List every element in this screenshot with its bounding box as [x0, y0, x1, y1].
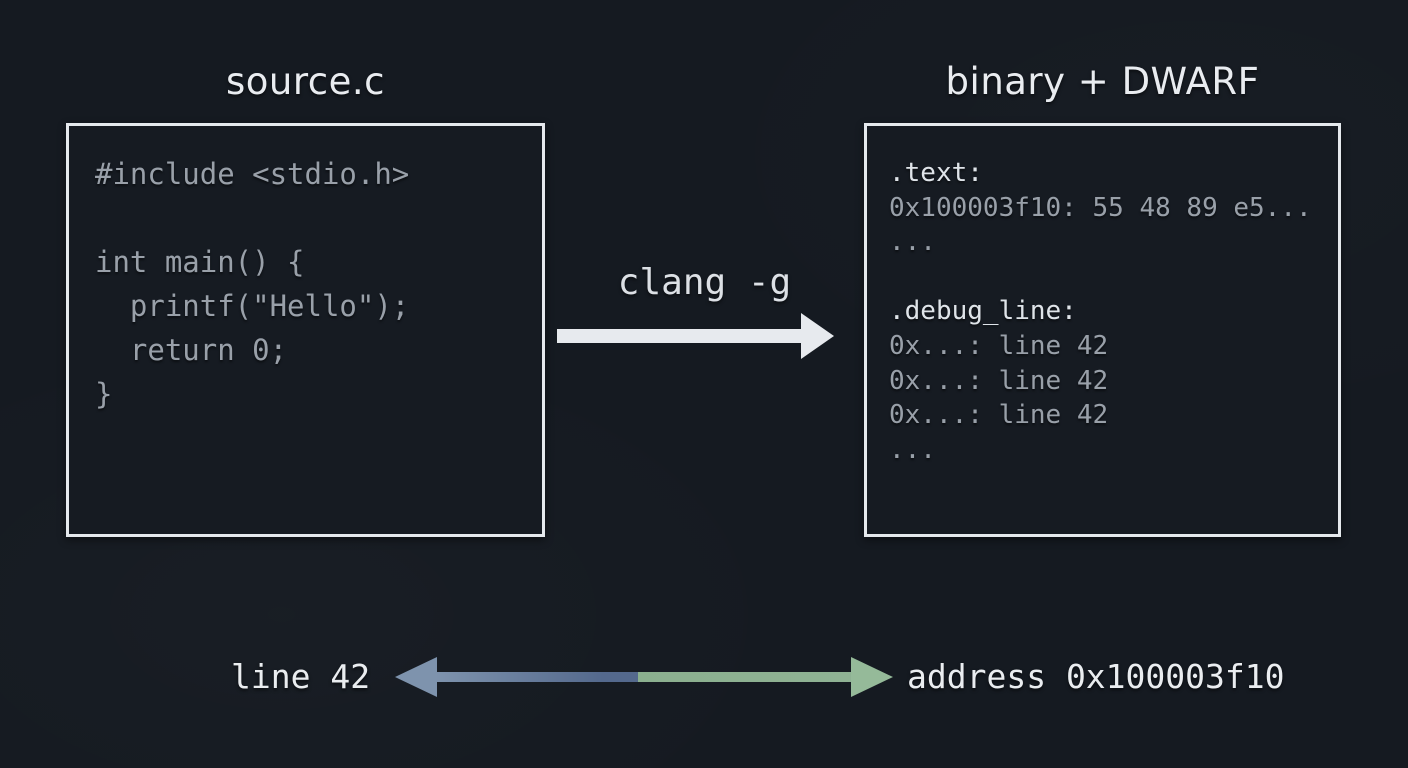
right-arrowhead-icon: [851, 657, 893, 697]
source-code-line: }: [95, 377, 113, 411]
left-arrowhead-icon: [395, 657, 437, 697]
source-code-line: [95, 196, 542, 240]
blank-line: [889, 260, 1338, 295]
binary-bytes-line: 0x100003f10: 55 48 89 e5...: [889, 192, 1312, 223]
compile-arrow-icon: [557, 313, 834, 359]
ellipsis-line: ...: [889, 434, 936, 465]
source-code-box: #include <stdio.h> int main() { printf("…: [66, 123, 545, 537]
bidirectional-mapping-arrow-icon: [395, 657, 893, 697]
debug-line-entry: 0x...: line 42: [889, 400, 1109, 431]
binary-dwarf-box: .text: 0x100003f10: 55 48 89 e5... ... .…: [864, 123, 1341, 537]
source-panel-title: source.c: [226, 60, 385, 103]
source-code-line: #include <stdio.h>: [95, 157, 410, 191]
binary-panel-title: binary + DWARF: [945, 60, 1260, 103]
debug-line-entry: 0x...: line 42: [889, 330, 1109, 361]
source-code-line: return 0;: [95, 333, 288, 367]
source-code-line: int main() {: [95, 245, 305, 279]
compile-command-label: clang -g: [617, 262, 792, 303]
section-header-debug: .debug_line:: [889, 296, 1077, 327]
line-number-label: line 42: [231, 657, 371, 696]
address-label: address 0x100003f10: [907, 657, 1285, 696]
debug-line-entry: 0x...: line 42: [889, 365, 1109, 396]
source-code-line: printf("Hello");: [95, 289, 410, 323]
ellipsis-line: ...: [889, 227, 936, 258]
mapping-arrow-shaft: [436, 672, 852, 682]
compile-arrow-head: [801, 313, 834, 359]
section-header-text: .text:: [889, 158, 983, 188]
compile-arrow-shaft: [557, 329, 802, 343]
